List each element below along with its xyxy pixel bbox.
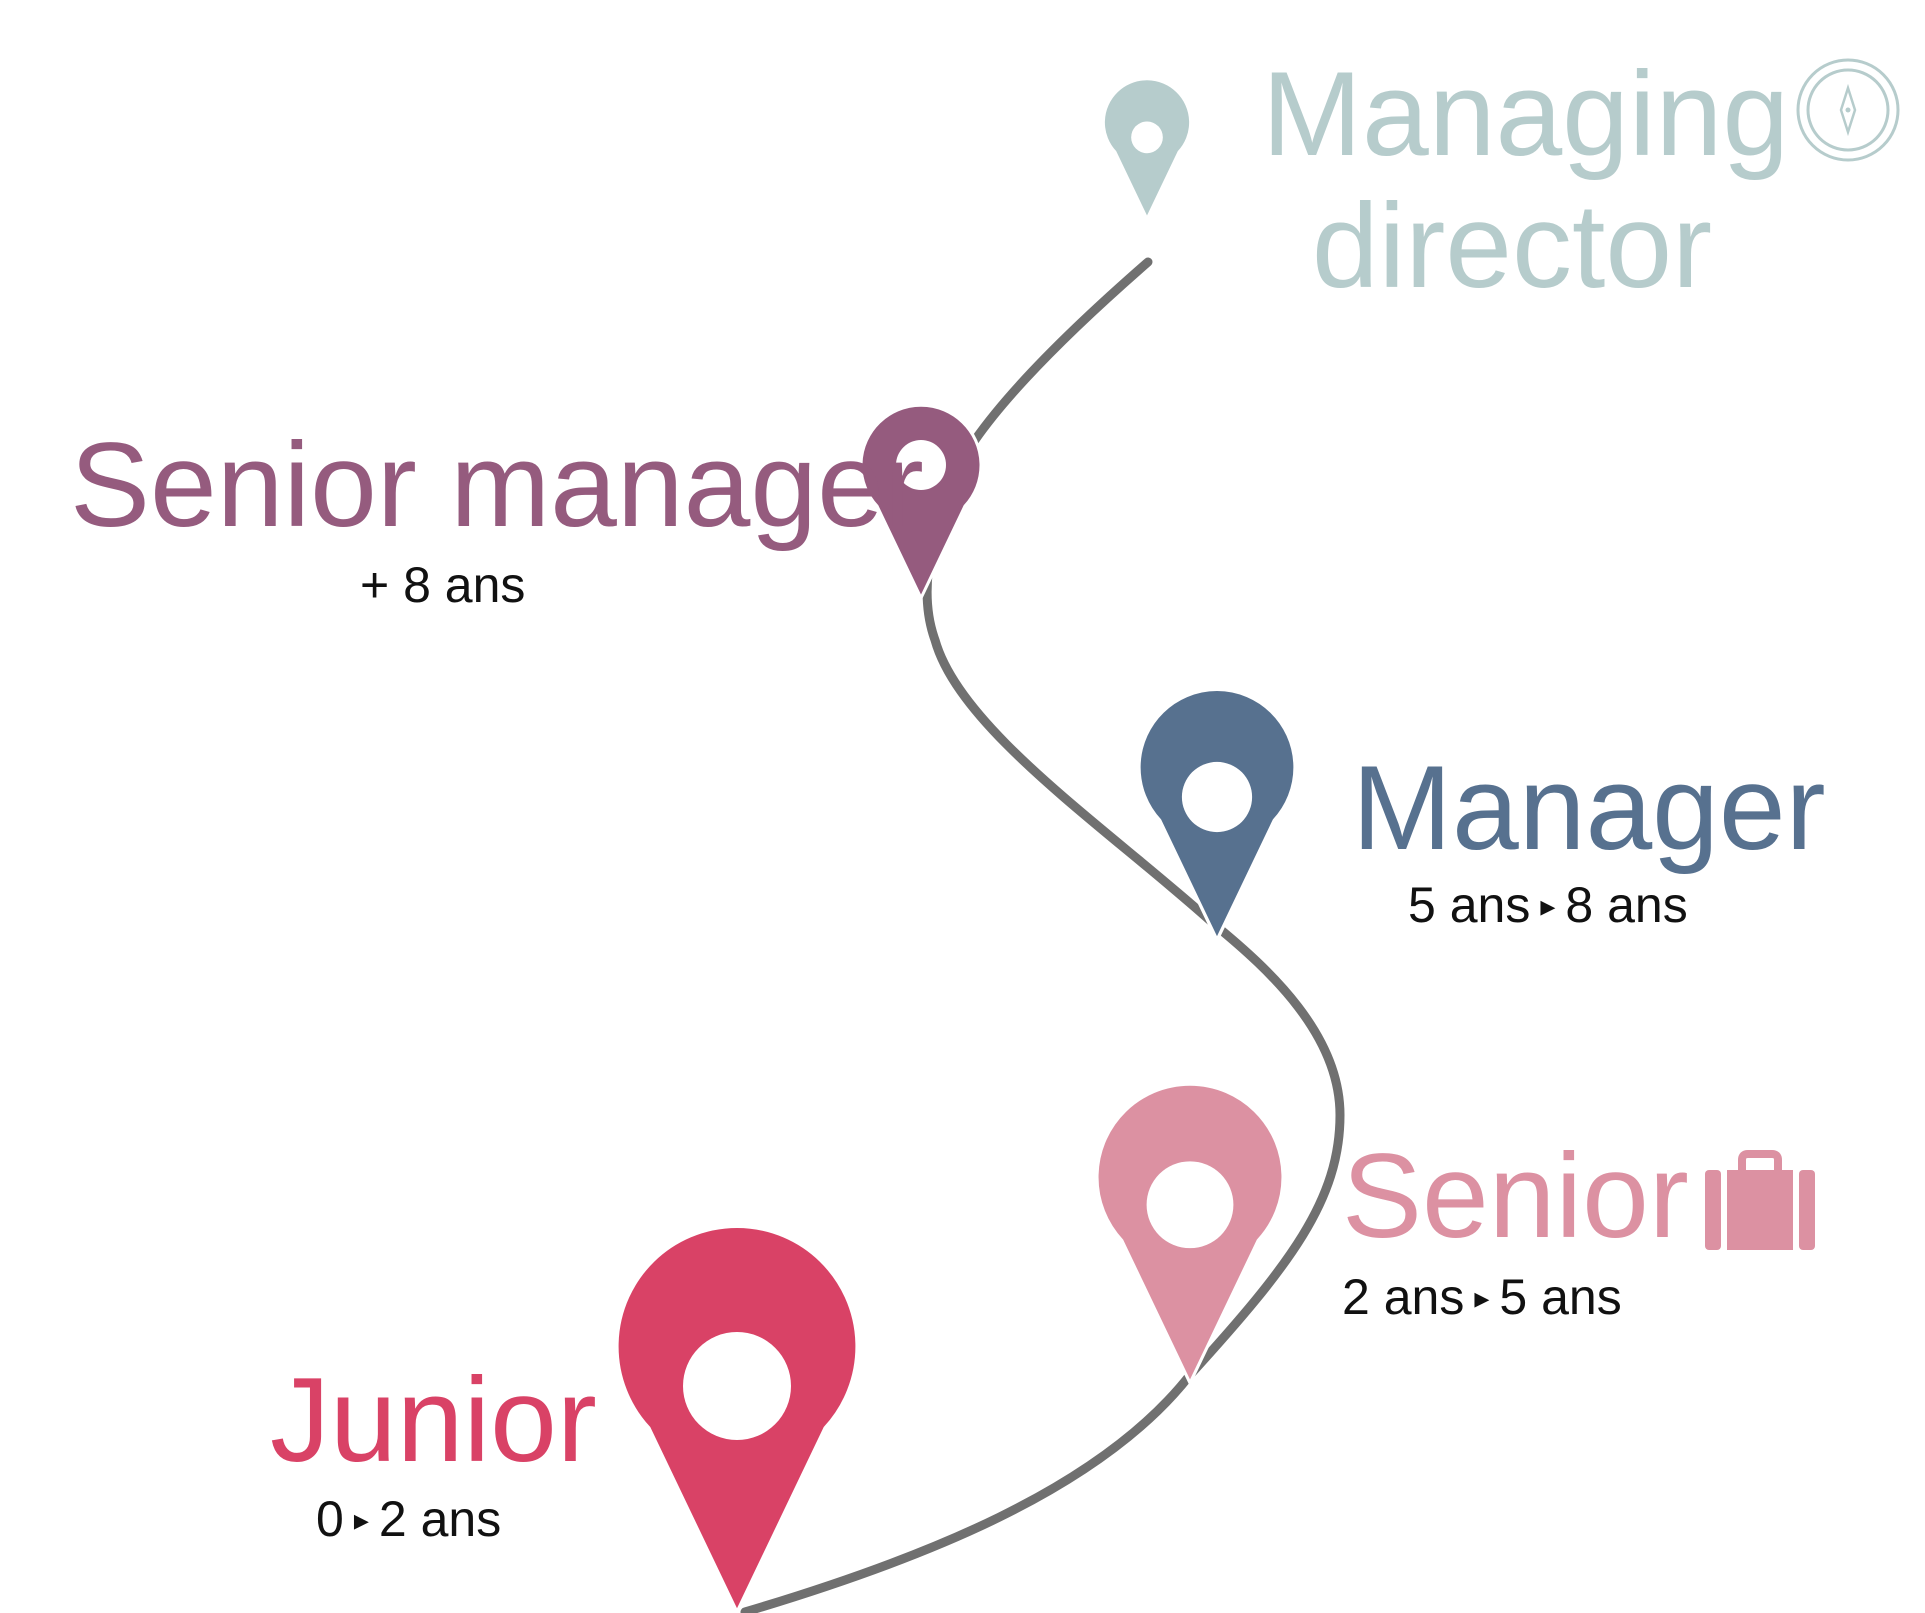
arrow-right-icon: ▸ — [353, 1504, 369, 1537]
manager-duration-to: 8 ans — [1565, 877, 1688, 933]
pin-senior-manager — [859, 403, 983, 602]
pin-manager — [1137, 687, 1297, 944]
pin-managing-director — [1102, 78, 1192, 221]
manager-duration-from: 5 ans — [1408, 877, 1531, 933]
compass-icon — [1796, 58, 1900, 162]
junior-duration-to: 2 ans — [378, 1491, 502, 1547]
senior-manager-title: Senior manager — [70, 418, 924, 552]
managing-director-title: Managing director — [1262, 47, 1790, 313]
pin-senior — [1095, 1082, 1285, 1387]
arrow-right-icon: ▸ — [1474, 1282, 1490, 1315]
manager-title: Manager — [1352, 741, 1826, 875]
senior-manager-duration: + 8 ans — [360, 557, 526, 613]
manager-duration: 5 ans ▸ 8 ans — [1408, 880, 1688, 930]
managing-director-title-line1: Managing — [1262, 47, 1790, 181]
arrow-right-icon: ▸ — [1540, 890, 1556, 923]
managing-director-title-line2: director — [1311, 179, 1713, 313]
senior-title: Senior — [1342, 1129, 1689, 1263]
junior-duration-from: 0 — [316, 1491, 344, 1547]
senior-duration: 2 ans ▸ 5 ans — [1342, 1272, 1622, 1322]
junior-title: Junior — [270, 1353, 597, 1487]
senior-duration-to: 5 ans — [1499, 1269, 1622, 1325]
pin-junior — [615, 1224, 859, 1613]
junior-duration: 0 ▸ 2 ans — [316, 1494, 501, 1544]
briefcase-icon — [1705, 1150, 1815, 1250]
senior-duration-from: 2 ans — [1342, 1269, 1465, 1325]
